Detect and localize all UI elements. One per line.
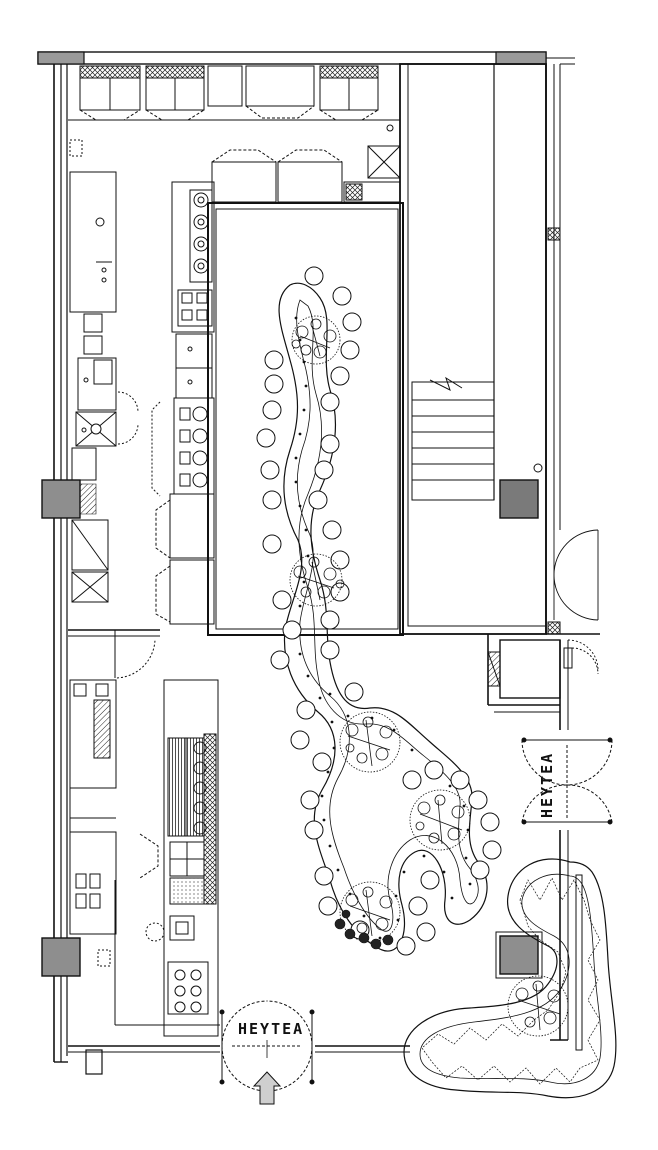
tree-canopy-icon — [289, 553, 345, 607]
tree-canopy-icon — [339, 711, 401, 773]
tree-canopy-icon — [339, 881, 401, 943]
arrow-up-icon — [252, 1071, 282, 1105]
ribbon-lighting-dots — [294, 316, 472, 940]
misc-fixtures — [487, 647, 599, 687]
column — [499, 479, 539, 519]
side-entrance-sign: HEYTEA — [538, 752, 556, 818]
planter-shrubs — [334, 909, 394, 950]
curving-bench-ribbon — [278, 282, 488, 952]
kitchen-back-counter — [69, 171, 139, 603]
tree-canopy-icon — [409, 789, 471, 851]
double-door — [553, 529, 599, 671]
zigzag-planter — [403, 858, 617, 1099]
round-stools — [256, 266, 502, 956]
tree-canopy-icon — [291, 315, 341, 365]
tree-canopy — [289, 315, 569, 1037]
stools — [193, 741, 207, 835]
kitchen-top-equipment — [69, 65, 401, 203]
burners — [193, 192, 209, 274]
main-entrance — [219, 1000, 315, 1092]
staircase — [411, 64, 543, 501]
back-kitchen-lower — [69, 639, 156, 967]
entrance-sign: HEYTEA — [238, 1020, 304, 1038]
service-bar — [139, 679, 219, 1037]
burners — [174, 969, 202, 1013]
tree-canopy-icon — [507, 975, 569, 1037]
structural-columns — [41, 479, 543, 979]
side-entrance — [521, 737, 613, 825]
stools — [179, 406, 208, 488]
column — [41, 937, 81, 977]
kitchen-prep-line — [151, 181, 215, 625]
column — [499, 935, 539, 975]
column — [41, 479, 81, 519]
